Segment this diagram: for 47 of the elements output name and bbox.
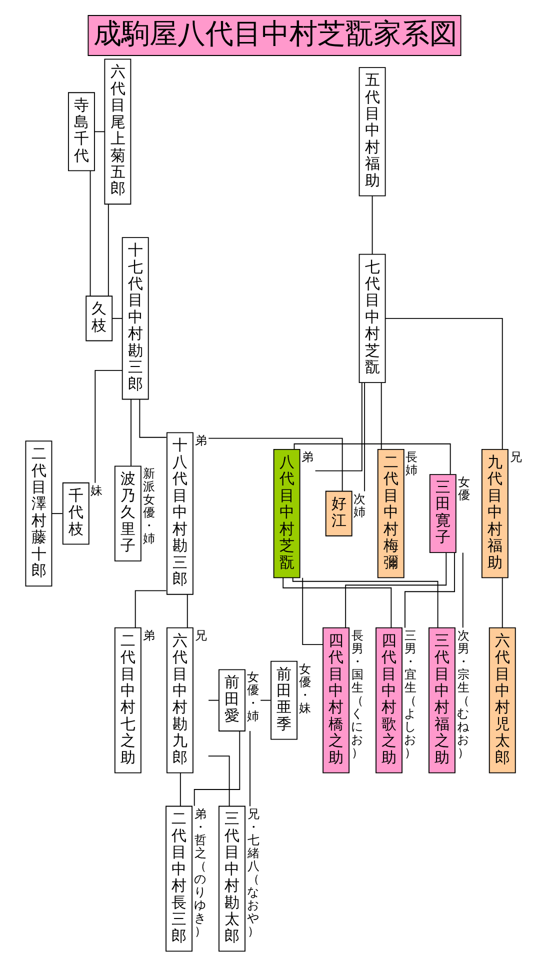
connector [302, 577, 324, 646]
node-label: 長男・国生（くにお） [350, 628, 364, 760]
connector [292, 577, 438, 628]
node-label: 兄・七緒八（なおや） [246, 806, 260, 938]
connector [502, 577, 503, 628]
connector [260, 700, 271, 701]
connector [94, 131, 105, 132]
node-label: 女優 [458, 475, 470, 502]
node-label: 三男・宜生（よしお） [404, 628, 416, 760]
node-label: 弟 [302, 450, 314, 464]
connector [314, 382, 362, 472]
connector [462, 552, 464, 628]
connector [180, 772, 181, 807]
node-label: 女優・姉 [246, 670, 259, 724]
connector [139, 398, 167, 438]
connector [372, 195, 373, 254]
connector [282, 577, 392, 628]
diagram-title: 成駒屋八代目中村芝翫家系図 [93, 16, 458, 50]
node-label: 兄 [194, 628, 207, 642]
connector [208, 700, 219, 701]
node-label: 弟・哲之（のりゆき） [194, 806, 206, 938]
node-label: 次男・宗生（むねお） [456, 628, 470, 760]
node-label: 兄 [510, 450, 522, 464]
connector [208, 756, 230, 806]
node-label: 弟 [194, 433, 207, 448]
node-label: 女優・妹 [298, 662, 311, 715]
connector [385, 318, 503, 450]
connector [186, 594, 188, 628]
connector [94, 370, 123, 484]
connector [108, 204, 109, 296]
connector [345, 552, 447, 628]
connector [294, 443, 451, 475]
node-label: 長姉 [406, 450, 418, 477]
node-label: 次姉 [354, 492, 366, 519]
node-label: 弟 [142, 628, 155, 642]
connector [404, 552, 455, 628]
connector [134, 590, 167, 628]
connector [51, 513, 63, 514]
connector [364, 382, 366, 492]
connector [208, 438, 343, 492]
connector [194, 730, 240, 806]
node-label: 妹 [90, 483, 103, 498]
connector [90, 170, 91, 296]
node-label: 新派女優・姉 [142, 466, 155, 546]
connector [112, 318, 123, 319]
connector [380, 382, 382, 450]
connector [130, 399, 132, 466]
